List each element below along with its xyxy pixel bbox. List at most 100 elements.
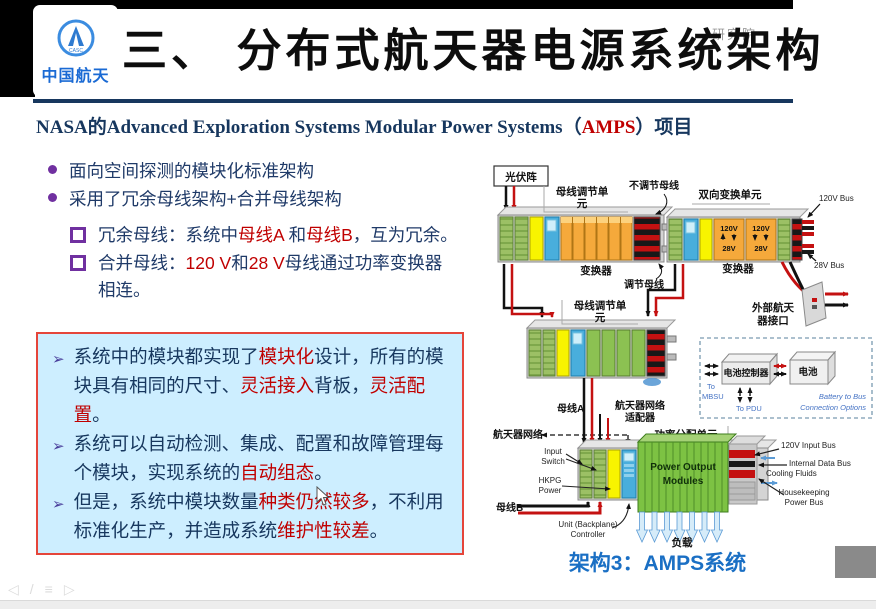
svg-text:母线B: 母线B: [496, 501, 523, 514]
subtitle-amps: AMPS: [581, 117, 636, 138]
s1-busA: 母线A: [238, 225, 284, 245]
svg-text:Switch: Switch: [541, 457, 565, 466]
svg-text:航天器网络: 航天器网络: [493, 428, 543, 441]
square-bullet-icon: [70, 255, 86, 271]
svg-text:120V Bus: 120V Bus: [819, 194, 854, 203]
summary-item-3-text: 但是，系统中模块数量种类仍然较多，不利用标准化生产，并造成系统维护性较差。: [73, 491, 444, 541]
rack-bus-regulation-unit-1: [496, 206, 674, 263]
next-slide-icon[interactable]: ▷: [63, 581, 75, 597]
summary-item-2: ➢ 系统可以自动检测、集成、配置和故障管理每个模块，实现系统的自动组态。: [52, 429, 450, 487]
load-arrows: [635, 511, 724, 543]
menu-icon[interactable]: ≡: [44, 581, 53, 597]
bullet-dot-icon: [48, 193, 57, 202]
unit-controller-label: Unit (Backplane) Controller: [558, 503, 631, 539]
svg-text:Internal Data Bus: Internal Data Bus: [789, 459, 851, 468]
mouse-cursor-icon: [316, 486, 330, 506]
bottom-strip: [0, 600, 876, 609]
cooling-fluids-label: Cooling Fluids: [761, 469, 817, 486]
bidirectional-converter-module-2: 120V 28V: [745, 218, 777, 261]
svg-text:Input: Input: [544, 447, 563, 456]
svg-text:To PDU: To PDU: [736, 404, 762, 413]
svg-text:元: 元: [595, 312, 606, 324]
svg-text:Unit (Backplane): Unit (Backplane): [558, 520, 617, 529]
network-adapter-label: 航天器网络 适配器: [615, 399, 665, 424]
square-bullet-icon: [70, 227, 86, 243]
external-interface-panel: 外部航天 器接口: [751, 261, 849, 327]
solar-cables: [503, 186, 517, 211]
cables-to-rack3: [502, 264, 685, 318]
pen-tool-icon[interactable]: /: [29, 581, 34, 597]
summary-box: ➢ 系统中的模块都实现了模块化设计，所有的模块具有相同的尺寸、灵活接入背板，灵活…: [36, 332, 464, 555]
arrow-bullet-icon: ➢: [52, 351, 65, 368]
s2-28v: 28 V: [248, 253, 285, 273]
svg-text:适配器: 适配器: [625, 411, 656, 424]
svg-text:Modules: Modules: [663, 476, 704, 487]
watermark: 研究院: [712, 27, 758, 42]
svg-text:28V Bus: 28V Bus: [814, 261, 844, 270]
svg-text:电池控制器: 电池控制器: [723, 367, 769, 378]
svg-text:28V: 28V: [754, 244, 767, 253]
svg-text:Power: Power: [539, 486, 562, 495]
bidirectional-converter-module-1: 120V 28V: [713, 218, 745, 261]
summary-item-1: ➢ 系统中的模块都实现了模块化设计，所有的模块具有相同的尺寸、灵活接入背板，灵活…: [52, 342, 450, 429]
amps-architecture-diagram: 光伏阵 母线调节单 元 不调节母线 变换器 调节母线: [493, 165, 873, 549]
load-label: 负载: [672, 536, 693, 549]
s1-post: ，互为冗余。: [352, 225, 458, 245]
page-title: 三、 分布式航天器电源系统架构: [122, 25, 825, 76]
prev-slide-icon[interactable]: ◁: [8, 581, 19, 597]
s2-post: 母线通过功率变换器相连。: [98, 253, 443, 300]
s2-pre: 合并母线：: [98, 253, 186, 273]
svg-text:HKPG: HKPG: [539, 476, 562, 485]
casc-emblem-icon: CASC: [57, 19, 94, 57]
subtitle-pre: NASA的Advanced Exploration Systems Modula…: [36, 117, 582, 138]
bus-28v-label: 28V Bus: [807, 253, 844, 270]
battery-box: 电池: [788, 350, 837, 386]
internal-data-bus-label: Internal Data Bus: [758, 455, 851, 468]
diagram-caption: 架构3：AMPS系统: [568, 552, 747, 575]
svg-text:120V: 120V: [720, 224, 738, 233]
bullet-redundant-bus: 采用了冗余母线架构+合并母线架构: [48, 186, 342, 211]
s1-busB: 母线B: [306, 225, 353, 245]
bus-regulation-unit-1-label: 母线调节单 元: [543, 185, 628, 213]
rack-bus-regulation-unit-2: [525, 319, 677, 386]
hkpg-power-label: HKPG Power: [539, 476, 611, 495]
svg-text:Housekeeping: Housekeeping: [778, 488, 829, 497]
svg-text:120V: 120V: [752, 224, 770, 233]
svg-text:母线调节单: 母线调节单: [574, 299, 627, 312]
svg-text:双向变换单元: 双向变换单元: [698, 188, 762, 201]
pdu-bus-interface-block: [727, 435, 767, 505]
bullet1-text: 面向空间探测的模块化标准架构: [69, 161, 314, 181]
svg-text:MBSU: MBSU: [702, 392, 724, 401]
svg-text:Power Bus: Power Bus: [785, 498, 824, 507]
casc-text: CASC: [69, 48, 83, 54]
arrow-bullet-icon: ➢: [52, 496, 65, 513]
bus-a-label: 母线A: [557, 402, 584, 415]
converter1-label: 变换器: [580, 264, 612, 277]
solar-array-label: 光伏阵: [493, 165, 549, 187]
converter2-label: 变换器: [722, 262, 754, 275]
converter-modules-1: [560, 216, 633, 261]
subtitle-post: ）项目: [635, 117, 693, 138]
rack-power-distribution-unit: Power Output Modules: [576, 433, 778, 513]
bus-regulation-unit-2-label: 母线调节单 元: [561, 299, 638, 325]
bullet-modular-architecture: 面向空间探测的模块化标准架构: [48, 158, 314, 183]
svg-text:Cooling Fluids: Cooling Fluids: [766, 469, 817, 478]
left-black-bar: [0, 0, 35, 97]
bus-b-cables: 母线B: [496, 501, 603, 515]
svg-text:调节母线: 调节母线: [624, 278, 664, 291]
battery-options-box: 电池控制器 电池 To MBSU To PDU Battery to Bus C…: [699, 337, 873, 419]
summary-item-1-text: 系统中的模块都实现了模块化设计，所有的模块具有相同的尺寸、灵活接入背板，灵活配置…: [73, 346, 444, 425]
subbullet-redundant-bus: 冗余母线：系统中母线A 和母线B，互为冗余。: [70, 222, 498, 249]
presenter-controls: ◁ / ≡ ▷: [8, 581, 75, 598]
s2-120v: 120 V: [185, 253, 232, 273]
bullet2-text: 采用了冗余母线架构+合并母线架构: [69, 189, 342, 209]
subtitle: NASA的Advanced Exploration Systems Modula…: [36, 112, 692, 139]
svg-text:光伏阵: 光伏阵: [504, 171, 537, 184]
s1-mid: 和: [283, 225, 307, 245]
power-output-modules-block: Power Output Modules: [636, 433, 738, 513]
battery-controller-box: 电池控制器: [720, 352, 779, 386]
header-divider: [33, 99, 793, 103]
bullet-dot-icon: [48, 165, 57, 174]
corner-gray-block: [835, 546, 876, 578]
bus-120v-input-label: 120V Input Bus: [754, 441, 836, 457]
